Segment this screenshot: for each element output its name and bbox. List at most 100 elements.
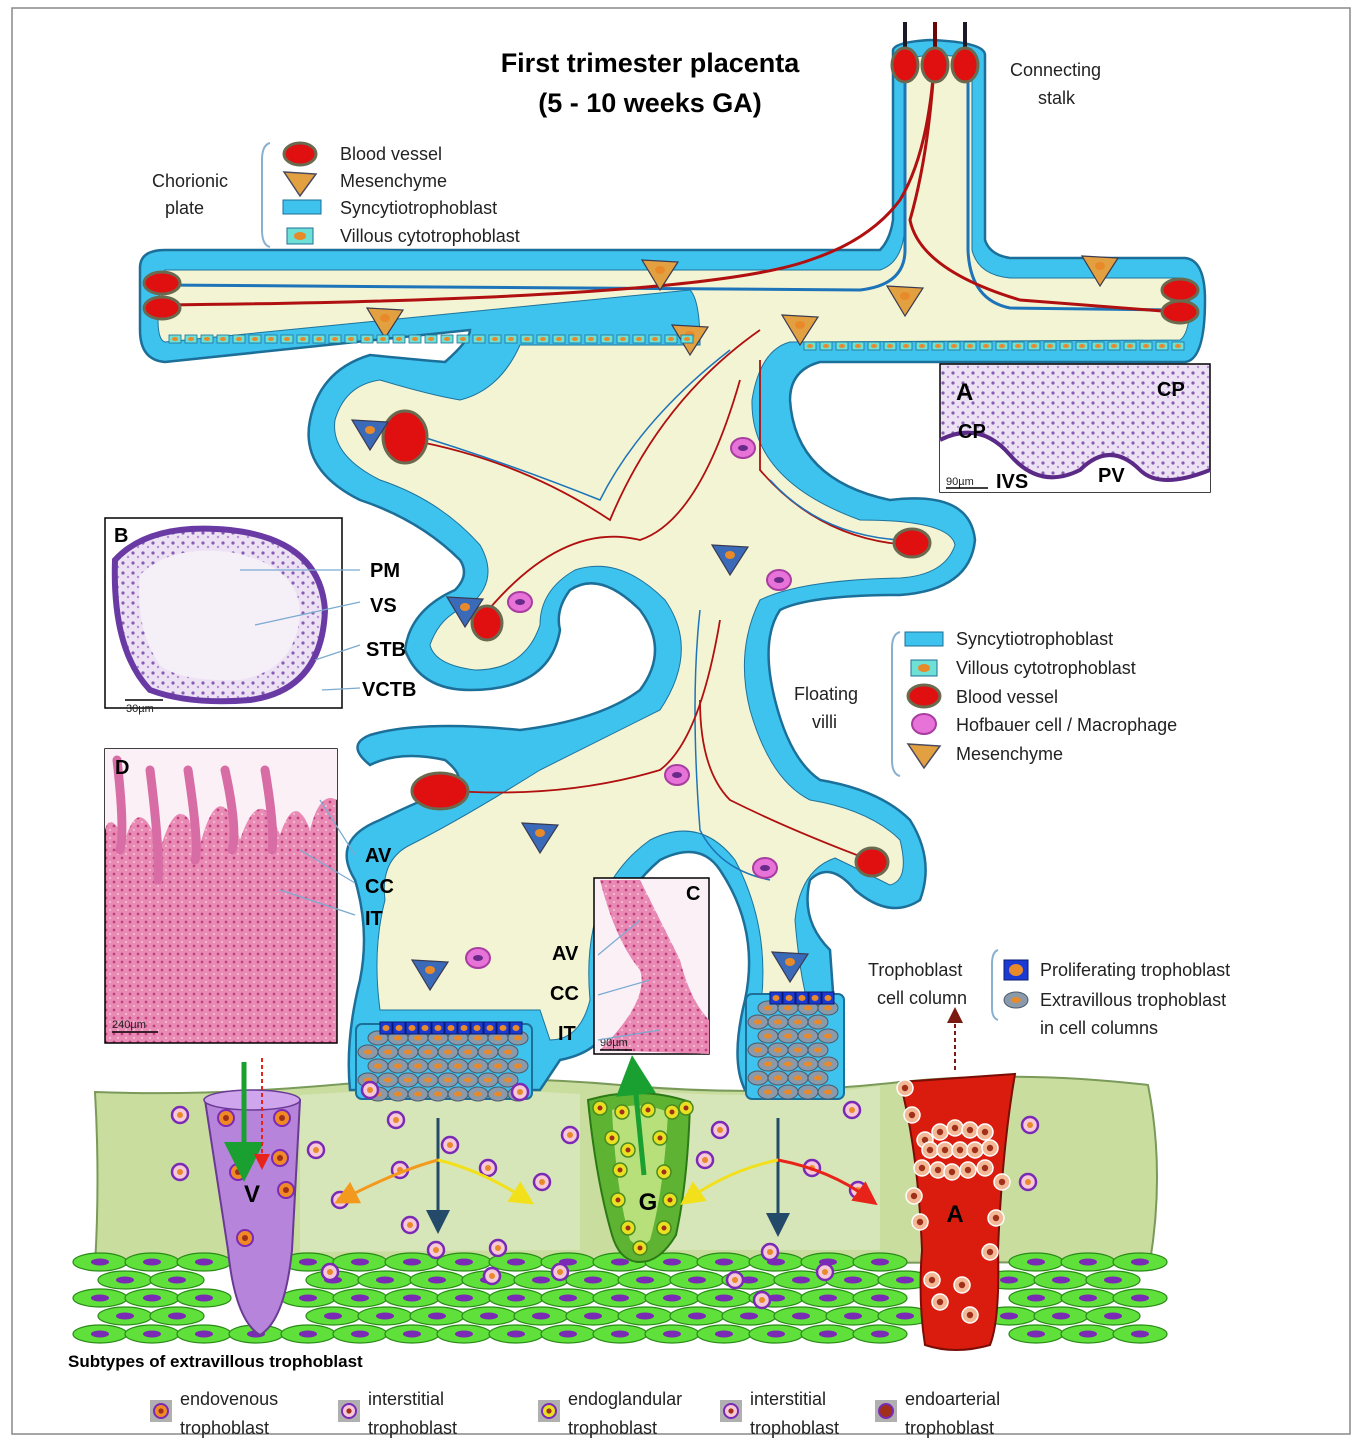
title-line1: First trimester placenta: [501, 48, 801, 78]
fv-legend-syncytiotrophoblast: Syncytiotrophoblast: [956, 629, 1113, 649]
stromal-cell: [593, 1325, 647, 1343]
extravillous-cell: [488, 1087, 508, 1101]
cytotrophoblast-bead: [169, 335, 181, 343]
hofbauer-cell: [466, 948, 490, 968]
connecting-stalk-label-2: stalk: [1038, 88, 1076, 108]
extravillous-cell: [768, 1043, 788, 1057]
panel-b-scale: 30µm: [126, 703, 154, 715]
stromal-cell: [281, 1325, 335, 1343]
cytotrophoblast-bead: [1172, 342, 1184, 350]
interstitial-trophoblast: [712, 1122, 728, 1138]
interstitial-trophoblast: [817, 1264, 833, 1280]
stromal-cell: [1009, 1253, 1063, 1271]
cytotrophoblast-bead: [996, 342, 1008, 350]
stromal-cell: [618, 1307, 672, 1325]
stromal-cell: [98, 1271, 152, 1289]
endoarterial-trophoblast: [977, 1124, 993, 1140]
cytotrophoblast-bead: [1028, 342, 1040, 350]
interstitial-trophoblast: [844, 1102, 860, 1118]
endoarterial-trophoblast: [947, 1120, 963, 1136]
proliferating-cell: [796, 992, 808, 1004]
extravillous-cell: [798, 1029, 818, 1043]
cytotrophoblast-bead: [361, 335, 373, 343]
cytotrophoblast-bead: [964, 342, 976, 350]
stromal-cell: [177, 1289, 231, 1307]
subtype-label-2: trophoblast: [180, 1418, 269, 1438]
fv-legend-hofbauer: Hofbauer cell / Macrophage: [956, 715, 1177, 735]
micrograph-panel-a: A CP CP IVS PV 90µm: [940, 364, 1210, 493]
stromal-cell: [645, 1289, 699, 1307]
cytotrophoblast-bead: [553, 335, 565, 343]
cell-column-label-2: cell column: [877, 988, 967, 1008]
legend-mesenchyme: Mesenchyme: [340, 171, 447, 191]
stromal-cell: [1009, 1325, 1063, 1343]
extravillous-cell: [778, 1029, 798, 1043]
endovenous-trophoblast: [218, 1110, 234, 1126]
extravillous-cell: [758, 1085, 778, 1099]
stromal-cell: [1086, 1307, 1140, 1325]
interstitial-trophoblast: [552, 1264, 568, 1280]
cytotrophoblast-bead: [185, 335, 197, 343]
cytotrophoblast-bead: [1060, 342, 1072, 350]
extravillous-cell: [388, 1087, 408, 1101]
extravillous-cell: [798, 1085, 818, 1099]
extravillous-cell: [478, 1045, 498, 1059]
proliferating-cell: [484, 1022, 496, 1034]
stromal-cell: [1061, 1325, 1115, 1343]
extravillous-cell: [408, 1059, 428, 1073]
stromal-cell: [1061, 1289, 1115, 1307]
subtype-label-2: trophoblast: [750, 1418, 839, 1438]
extravillous-cell: [768, 1015, 788, 1029]
extravillous-cell: [398, 1073, 418, 1087]
stromal-cell: [697, 1289, 751, 1307]
extravillous-cell: [468, 1087, 488, 1101]
panel-d-scale: 240µm: [112, 1019, 146, 1031]
panel-b-label-vctb: VCTB: [362, 679, 416, 701]
artery-letter: A: [946, 1201, 963, 1228]
interstitial-trophoblast: [402, 1217, 418, 1233]
cc-legend-extravillous-2: in cell columns: [1040, 1018, 1158, 1038]
stromal-cell: [150, 1307, 204, 1325]
extravillous-cell: [768, 1071, 788, 1085]
extravillous-cell: [448, 1059, 468, 1073]
stromal-cell: [437, 1253, 491, 1271]
hofbauer-cell: [767, 570, 791, 590]
cytotrophoblast-bead: [505, 335, 517, 343]
subtype-label-2: trophoblast: [905, 1418, 994, 1438]
extravillous-cell: [468, 1059, 488, 1073]
cytotrophoblast-bead: [665, 335, 677, 343]
endoglandular-trophoblast: [641, 1103, 655, 1117]
cytotrophoblast-bead: [425, 335, 437, 343]
extravillous-cell: [788, 1015, 808, 1029]
endoglandular-trophoblast: [657, 1221, 671, 1235]
interstitial-trophoblast: [484, 1268, 500, 1284]
stromal-cell: [697, 1253, 751, 1271]
endoglandular-trophoblast: [611, 1193, 625, 1207]
interstitial-trophoblast: [172, 1164, 188, 1180]
cytotrophoblast-bead: [265, 335, 277, 343]
extravillous-cell: [458, 1073, 478, 1087]
extravillous-cell: [778, 1057, 798, 1071]
extravillous-cell: [488, 1059, 508, 1073]
endovenous-trophoblast: [272, 1150, 288, 1166]
cc-legend-proliferating: Proliferating trophoblast: [1040, 960, 1230, 980]
connecting-stalk-label: Connecting: [1010, 60, 1101, 80]
cytotrophoblast-bead: [233, 335, 245, 343]
proliferating-cell: [380, 1022, 392, 1034]
interstitial-trophoblast: [490, 1240, 506, 1256]
proliferating-cell: [822, 992, 834, 1004]
panel-b-label-pm: PM: [370, 560, 400, 582]
extravillous-cell: [438, 1045, 458, 1059]
extravillous-cell: [748, 1043, 768, 1057]
stromal-cell: [697, 1325, 751, 1343]
cytotrophoblast-bead: [585, 335, 597, 343]
cytotrophoblast-bead: [1076, 342, 1088, 350]
proliferating-cell: [471, 1022, 483, 1034]
extravillous-cell: [778, 1085, 798, 1099]
interstitial-trophoblast: [362, 1082, 378, 1098]
interstitial-trophoblast: [442, 1137, 458, 1153]
stromal-cell: [593, 1289, 647, 1307]
proliferating-cell: [419, 1022, 431, 1034]
stromal-cell: [385, 1289, 439, 1307]
panel-c-letter: C: [686, 883, 700, 905]
